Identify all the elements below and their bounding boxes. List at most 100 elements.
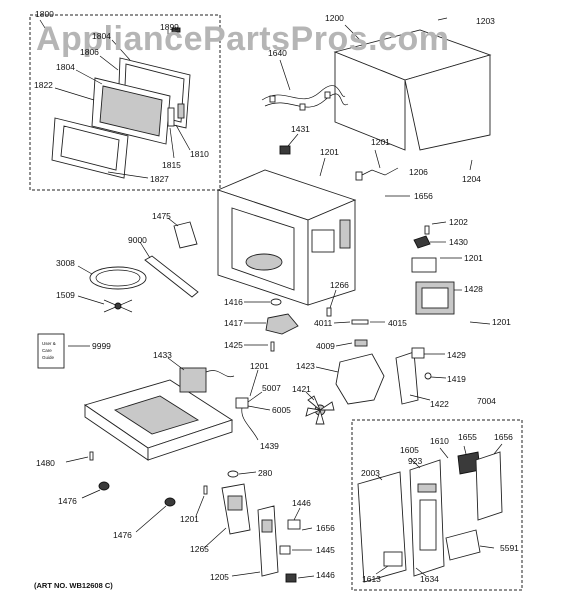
glass-tray bbox=[89, 266, 147, 290]
stirrer-rod bbox=[144, 255, 199, 298]
callout-1610: 1610 bbox=[430, 436, 449, 446]
hv-transformer-core bbox=[421, 287, 449, 309]
cavity-vent bbox=[339, 219, 351, 249]
door-window bbox=[99, 85, 163, 137]
display-window bbox=[417, 483, 437, 493]
harness-wire-1 bbox=[261, 85, 346, 101]
callout-1804: 1804 bbox=[92, 31, 111, 41]
callout-1656: 1656 bbox=[316, 523, 335, 533]
harness-connector bbox=[324, 91, 331, 99]
callout-1822: 1822 bbox=[34, 80, 53, 90]
interlock-washer bbox=[227, 470, 239, 478]
wire-harness bbox=[261, 59, 349, 111]
callout-1201: 1201 bbox=[180, 514, 199, 524]
callout-1419: 1419 bbox=[447, 374, 466, 384]
callout-280: 280 bbox=[258, 468, 272, 478]
left-parts bbox=[37, 217, 199, 369]
callout-1417: 1417 bbox=[224, 318, 243, 328]
callout-1203: 1203 bbox=[476, 16, 495, 26]
hinge-pin bbox=[326, 307, 332, 317]
thermistor-plug bbox=[355, 171, 363, 181]
control-board bbox=[475, 451, 503, 521]
motor-screw bbox=[270, 341, 275, 352]
keypad bbox=[419, 499, 437, 551]
callout-1431: 1431 bbox=[291, 124, 310, 134]
door-latch bbox=[167, 107, 175, 127]
hv-capacitor bbox=[411, 257, 437, 273]
fan-blade bbox=[315, 408, 325, 425]
callout-1806: 1806 bbox=[80, 47, 99, 57]
callout-1656: 1656 bbox=[494, 432, 513, 442]
fan-bracket bbox=[354, 339, 368, 347]
callout-1422: 1422 bbox=[430, 399, 449, 409]
harness-connector bbox=[269, 95, 276, 103]
callout-1423: 1423 bbox=[296, 361, 315, 371]
callout-1446: 1446 bbox=[316, 570, 335, 580]
callout-1480: 1480 bbox=[36, 458, 55, 468]
filter-lead bbox=[205, 370, 235, 378]
outer-case-side bbox=[334, 51, 406, 151]
screw bbox=[424, 225, 430, 235]
callout-923: 923 bbox=[408, 456, 422, 466]
callout-1827: 1827 bbox=[150, 174, 169, 184]
outer-case bbox=[333, 17, 492, 171]
door-assembly-group bbox=[29, 14, 221, 191]
callout-1445: 1445 bbox=[316, 545, 335, 555]
cavity-turntable-seat bbox=[245, 253, 283, 271]
callout-3008: 3008 bbox=[56, 258, 75, 268]
relay-lead bbox=[241, 407, 259, 441]
callout-4011: 4011 bbox=[314, 318, 333, 328]
door-choke-inner bbox=[60, 125, 120, 171]
door-latch-spring bbox=[177, 103, 185, 119]
callout-1204: 1204 bbox=[462, 174, 481, 184]
callout-1605: 1605 bbox=[400, 445, 419, 455]
thermistor-wire bbox=[359, 167, 399, 177]
base-screw bbox=[89, 451, 94, 461]
callout-1265: 1265 bbox=[190, 544, 209, 554]
callout-1433: 1433 bbox=[153, 350, 172, 360]
cover-gasket bbox=[173, 221, 198, 249]
callout-1201: 1201 bbox=[250, 361, 269, 371]
base-plate-side bbox=[147, 419, 233, 461]
callout-9999: 9999 bbox=[92, 341, 111, 351]
callout-5007: 5007 bbox=[262, 383, 281, 393]
fan-blade bbox=[318, 401, 335, 411]
interlock-assembly bbox=[203, 470, 315, 583]
callout-1640: 1640 bbox=[268, 48, 287, 58]
outer-case-back bbox=[404, 54, 491, 151]
callout-1655: 1655 bbox=[458, 432, 477, 442]
callout-7004: 7004 bbox=[477, 396, 496, 406]
fan-motor-bracket bbox=[395, 351, 419, 405]
thermal-cutout bbox=[279, 145, 291, 155]
blower-housing bbox=[335, 353, 385, 405]
coupler-washer bbox=[270, 298, 282, 306]
callout-1804: 1804 bbox=[56, 62, 75, 72]
callout-1634: 1634 bbox=[420, 574, 439, 584]
switch bbox=[285, 573, 297, 583]
control-bracket bbox=[445, 529, 481, 561]
manual-label-line: Guide bbox=[42, 355, 55, 360]
screw bbox=[203, 485, 208, 495]
callout-1428: 1428 bbox=[464, 284, 483, 294]
callout-1425: 1425 bbox=[224, 340, 243, 350]
center-parts bbox=[244, 289, 447, 425]
door-assembly-box bbox=[29, 14, 221, 191]
callout-1266: 1266 bbox=[330, 280, 349, 290]
callout-1202: 1202 bbox=[449, 217, 468, 227]
callout-1439: 1439 bbox=[260, 441, 279, 451]
oven-cavity bbox=[216, 133, 410, 306]
foot bbox=[98, 481, 110, 491]
callout-1206: 1206 bbox=[409, 167, 428, 177]
callout-1613: 1613 bbox=[362, 574, 381, 584]
callout-1446: 1446 bbox=[292, 498, 311, 508]
callout-1205: 1205 bbox=[210, 572, 229, 582]
manual-label-line: User & bbox=[42, 341, 56, 346]
foot bbox=[164, 497, 176, 507]
callout-9000: 9000 bbox=[128, 235, 147, 245]
callout-1656: 1656 bbox=[414, 191, 433, 201]
door-button bbox=[383, 551, 403, 567]
manual-label-line: Care bbox=[42, 348, 52, 353]
user-manual bbox=[37, 333, 65, 369]
harness-connector bbox=[299, 103, 306, 111]
